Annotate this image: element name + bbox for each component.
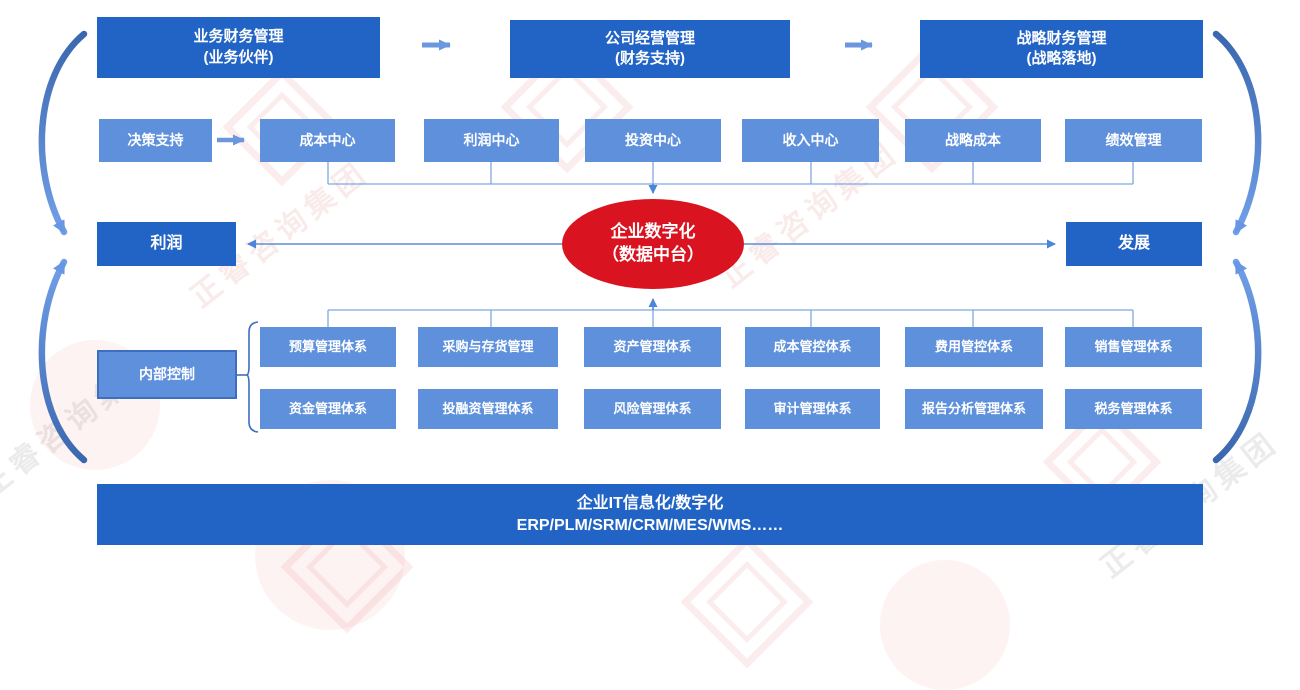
system-box-procurement-inventory: 采购与存货管理 (418, 327, 558, 367)
flow-box-label: 战略财务管理 (1016, 29, 1107, 47)
box-label: 费用管控体系 (934, 339, 1013, 355)
box-label: 收入中心 (782, 132, 839, 149)
flow-box-label: 业务财务管理 (193, 28, 284, 46)
center-box-profit-center: 利润中心 (424, 119, 559, 162)
box-label: 报告分析管理体系 (921, 401, 1026, 417)
box-label: 销售管理体系 (1094, 339, 1173, 355)
box-label: 风险管理体系 (613, 401, 692, 417)
flow-box-sublabel: (战略落地) (1026, 50, 1097, 67)
system-box-cost-control: 成本管控体系 (745, 327, 880, 367)
flow-box-business-finance: 业务财务管理 (业务伙伴) (97, 17, 380, 78)
flow-box-label: 公司经营管理 (604, 29, 695, 47)
box-label: 审计管理体系 (773, 401, 852, 417)
center-box-cost-center: 成本中心 (260, 119, 395, 162)
box-label: 发展 (1117, 235, 1150, 253)
flow-box-sublabel: (业务伙伴) (203, 48, 274, 66)
system-box-tax: 税务管理体系 (1065, 389, 1202, 429)
curve-arrow-left-top (38, 30, 88, 236)
footer-banner: 企业IT信息化/数字化 ERP/PLM/SRM/CRM/MES/WMS…… (97, 484, 1203, 545)
box-label: 预算管理体系 (288, 339, 367, 355)
system-box-sales: 销售管理体系 (1065, 327, 1202, 367)
box-label: 利润中心 (463, 132, 520, 149)
box-label: 内部控制 (139, 366, 195, 383)
box-label: 决策支持 (127, 132, 184, 149)
system-box-investment-financing: 投融资管理体系 (418, 389, 558, 429)
box-label: 资金管理体系 (288, 401, 367, 417)
system-box-report-analysis: 报告分析管理体系 (905, 389, 1043, 429)
hub-line1: 企业数字化 (610, 222, 696, 242)
system-box-audit: 审计管理体系 (745, 389, 880, 429)
center-box-revenue-center: 收入中心 (742, 119, 879, 162)
system-box-risk: 风险管理体系 (584, 389, 721, 429)
flow-box-strategic-finance: 战略财务管理 (战略落地) (920, 20, 1203, 78)
box-label: 利润 (150, 235, 183, 253)
footer-line1: 企业IT信息化/数字化 (576, 494, 724, 512)
connector-top-tree (327, 162, 1134, 185)
system-box-budget: 预算管理体系 (260, 327, 396, 367)
outcome-box-development: 发展 (1066, 222, 1202, 266)
hub-line2: （数据中台） (602, 245, 704, 264)
flow-box-company-operation: 公司经营管理 (财务支持) (510, 20, 790, 78)
box-label: 投资中心 (625, 132, 681, 149)
flow-box-sublabel: (财务支持) (615, 50, 685, 67)
system-box-expense-control: 费用管控体系 (905, 327, 1043, 367)
hub-label: 企业数字化 （数据中台） (562, 199, 744, 289)
box-label: 采购与存货管理 (442, 339, 534, 355)
center-box-strategic-cost: 战略成本 (905, 119, 1041, 162)
box-label: 成本管控体系 (773, 339, 852, 355)
curve-arrow-right-bottom (1212, 258, 1262, 464)
internal-control-brace (237, 321, 259, 433)
footer-line2: ERP/PLM/SRM/CRM/MES/WMS…… (516, 516, 784, 534)
curve-arrow-right-top (1212, 30, 1262, 236)
box-label: 成本中心 (299, 132, 356, 149)
center-box-performance-mgmt: 绩效管理 (1065, 119, 1202, 162)
box-label: 税务管理体系 (1094, 401, 1173, 417)
system-box-funds: 资金管理体系 (260, 389, 396, 429)
box-label: 绩效管理 (1105, 132, 1162, 149)
curve-arrow-left-bottom (38, 258, 88, 464)
center-box-decision-support: 决策支持 (99, 119, 212, 162)
box-label: 投融资管理体系 (442, 401, 534, 417)
connector-bottom-tree (327, 309, 1134, 327)
outcome-box-profit: 利润 (97, 222, 236, 266)
center-box-investment-center: 投资中心 (585, 119, 721, 162)
internal-control-box: 内部控制 (97, 350, 237, 399)
system-box-assets: 资产管理体系 (584, 327, 721, 367)
box-label: 资产管理体系 (613, 339, 692, 355)
box-label: 战略成本 (945, 132, 1001, 149)
hub-ellipse (562, 199, 744, 289)
